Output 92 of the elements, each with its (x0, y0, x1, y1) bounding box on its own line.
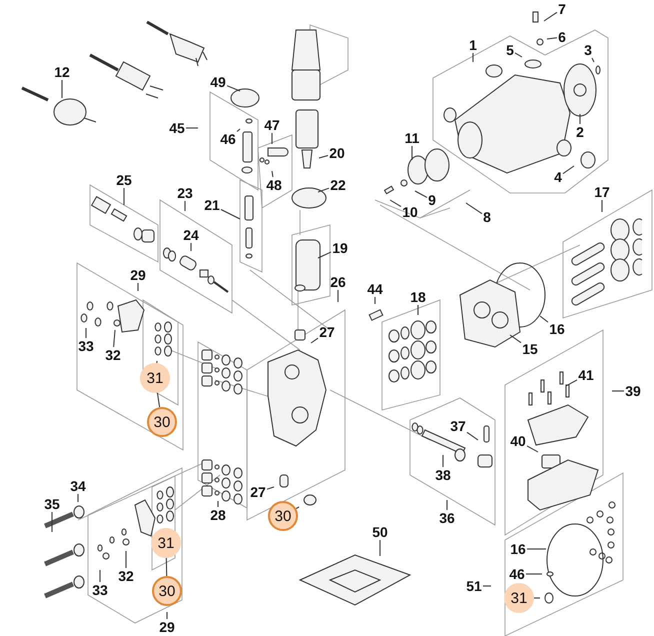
callout-number: 16 (509, 541, 527, 557)
callout-number: 50 (371, 524, 389, 540)
callout-number: 48 (265, 177, 283, 193)
callout-number: 34 (69, 478, 87, 494)
callout-number: 21 (203, 197, 221, 213)
highlighted-callout-number: 31 (504, 583, 534, 613)
callout-number: 11 (403, 130, 421, 146)
leader-line (446, 500, 448, 510)
callout-number: 32 (104, 347, 122, 363)
leader-line (236, 128, 240, 132)
leader-line (612, 390, 624, 392)
highlighted-callout-number: 31 (151, 528, 181, 558)
callout-number: 33 (77, 338, 95, 354)
leader-line (266, 486, 274, 490)
leader-line (514, 52, 522, 58)
leader-line (466, 432, 478, 440)
leader-line (442, 454, 444, 468)
callout-number: 8 (482, 209, 492, 225)
leader-line (166, 612, 168, 620)
callout-number: 22 (329, 177, 347, 193)
callout-number: 12 (53, 64, 71, 80)
highlighted-callout-number: 31 (140, 363, 170, 393)
callout-number: 9 (427, 192, 437, 208)
callout-number: 26 (329, 274, 347, 290)
callout-number: 1 (468, 37, 478, 53)
callout-number: 27 (318, 324, 336, 340)
callout-number: 46 (219, 131, 237, 147)
callout-number: 5 (505, 42, 515, 58)
callout-number: 46 (508, 566, 526, 582)
highlighted-callout-number: 30 (152, 576, 182, 606)
callout-number: 40 (509, 433, 527, 449)
callout-number: 45 (168, 120, 186, 136)
callout-number: 35 (43, 496, 61, 512)
callout-number: 29 (129, 267, 147, 283)
callout-number: 16 (548, 321, 566, 337)
leader-line (318, 188, 330, 192)
leader-line (113, 330, 116, 348)
leader-line (220, 209, 240, 220)
callout-number: 23 (176, 185, 194, 201)
leader-line (166, 558, 168, 576)
leader-line (226, 85, 240, 92)
leader-line (510, 334, 522, 344)
callout-number: 19 (331, 240, 349, 256)
callout-number: 25 (115, 172, 133, 188)
leader-line (310, 338, 318, 344)
callout-number: 28 (209, 507, 227, 523)
leader-line (156, 360, 158, 364)
leader-line (466, 202, 482, 214)
callout-number: 18 (409, 289, 427, 305)
callout-number: 7 (557, 1, 567, 17)
callout-number: 2 (575, 124, 585, 140)
callout-number: 37 (449, 418, 467, 434)
leader-line (156, 392, 160, 408)
leader-line (546, 37, 558, 40)
leader-line (526, 445, 538, 452)
callout-number: 17 (593, 184, 611, 200)
callout-number: 4 (553, 169, 563, 185)
callout-number: 47 (263, 117, 281, 133)
leader-line (526, 548, 546, 550)
callout-number: 6 (557, 29, 567, 45)
leader-line (184, 200, 186, 212)
leader-line (540, 316, 548, 323)
callout-number: 41 (577, 367, 595, 383)
leader-line (190, 242, 192, 252)
callout-number: 38 (434, 467, 452, 483)
callout-number: 24 (182, 227, 200, 243)
leader-line (566, 379, 578, 386)
leader-line (318, 155, 328, 158)
callout-number: 49 (209, 74, 227, 90)
callout-number: 39 (624, 383, 642, 399)
leader-line (318, 252, 332, 258)
callout-number: 33 (91, 582, 109, 598)
leader-line (374, 296, 376, 304)
callout-number: 36 (438, 510, 456, 526)
callout-number: 15 (521, 341, 539, 357)
callout-number: 10 (401, 204, 419, 220)
highlighted-callout-number: 30 (268, 501, 298, 531)
callout-number: 51 (465, 578, 483, 594)
leader-line (414, 190, 428, 198)
callout-number: 29 (158, 619, 176, 635)
leader-line (592, 58, 594, 62)
leader-line (562, 166, 574, 174)
leader-line (272, 170, 274, 178)
callout-number: 44 (366, 281, 384, 297)
highlighted-callout-number: 30 (147, 407, 177, 437)
callout-number: 3 (583, 42, 593, 58)
callout-number: 32 (117, 568, 135, 584)
leader-line (544, 12, 558, 22)
leader-line (472, 52, 474, 62)
callout-number: 27 (249, 484, 267, 500)
callout-number: 20 (328, 145, 346, 161)
leader-line (390, 200, 402, 208)
